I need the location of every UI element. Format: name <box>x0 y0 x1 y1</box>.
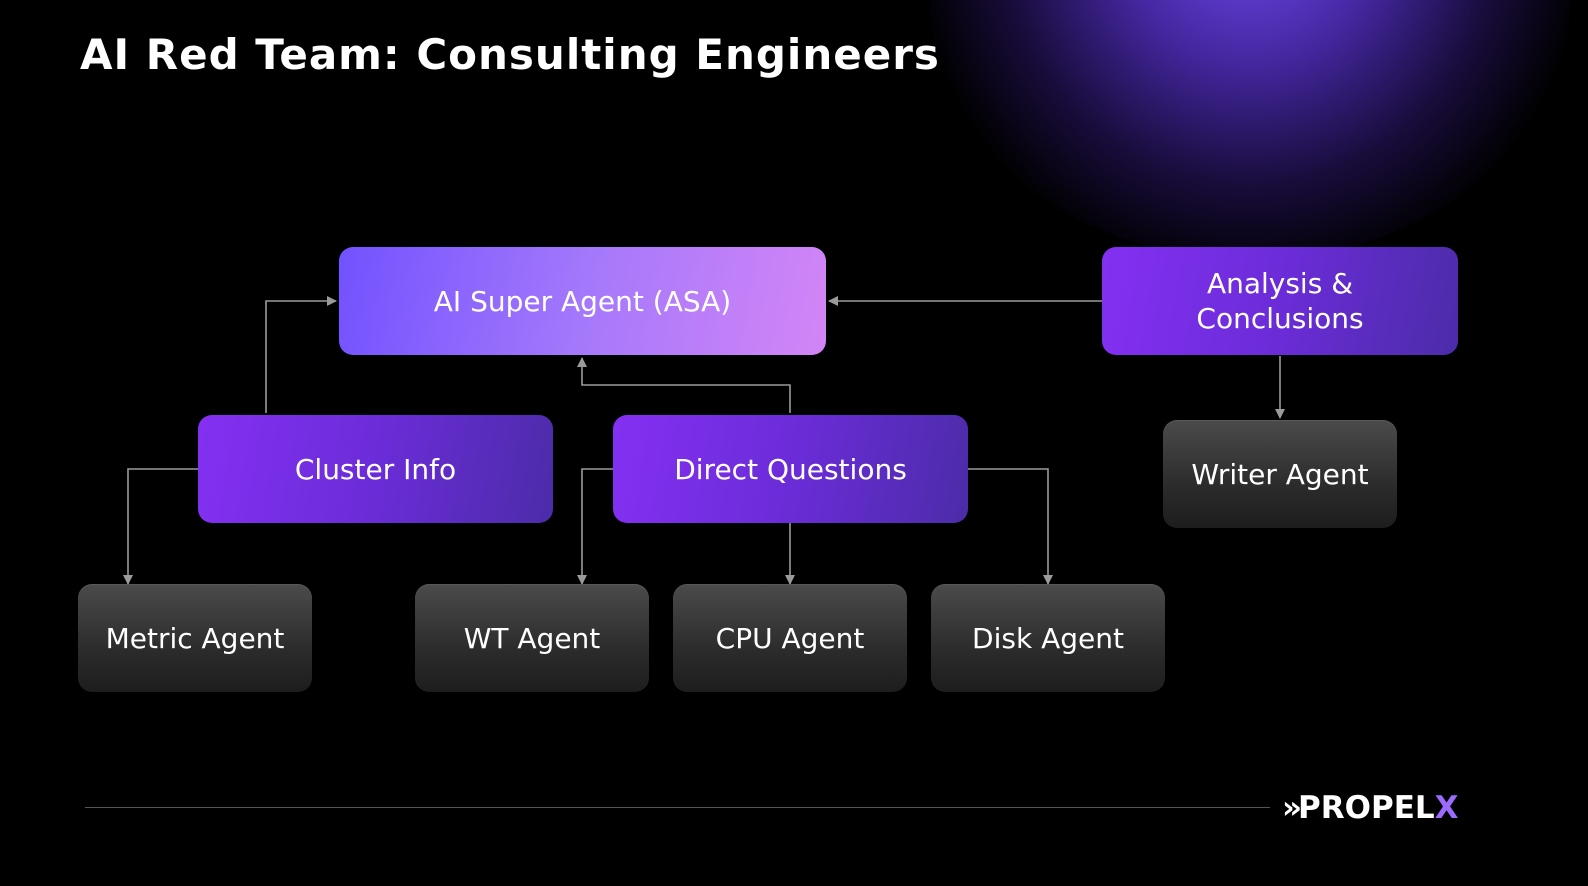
cluster-info-node: Cluster Info <box>198 415 553 523</box>
metric-agent-node: Metric Agent <box>78 584 312 692</box>
metric-agent-node-label: Metric Agent <box>105 621 285 655</box>
writer-agent-node-label: Writer Agent <box>1191 457 1369 491</box>
edge-questions-to-asa <box>577 357 791 413</box>
asa-node-label: AI Super Agent (ASA) <box>433 284 732 318</box>
logo-text: PROPEL <box>1298 790 1435 826</box>
edge-questions-to-disk <box>967 468 1053 585</box>
disk-agent-node-label: Disk Agent <box>972 621 1124 655</box>
edge-cluster-to-asa <box>265 296 337 413</box>
direct-questions-node: Direct Questions <box>613 415 968 523</box>
edge-cluster-to-metric <box>123 468 198 585</box>
writer-agent-node: Writer Agent <box>1163 420 1397 528</box>
edge-questions-to-wt <box>577 468 613 585</box>
cluster-info-node-label: Cluster Info <box>294 452 457 486</box>
logo-accent: X <box>1434 790 1459 826</box>
direct-questions-node-label: Direct Questions <box>674 452 907 486</box>
asa-node: AI Super Agent (ASA) <box>339 247 826 355</box>
wt-agent-node: WT Agent <box>415 584 649 692</box>
cpu-agent-node-label: CPU Agent <box>715 621 865 655</box>
slide-title: AI Red Team: Consulting Engineers <box>80 30 940 79</box>
analysis-node: Analysis & Conclusions <box>1102 247 1458 355</box>
cpu-agent-node: CPU Agent <box>673 584 907 692</box>
wt-agent-node-label: WT Agent <box>463 621 601 655</box>
footer-divider <box>85 807 1270 808</box>
disk-agent-node: Disk Agent <box>931 584 1165 692</box>
analysis-node-label: Analysis & Conclusions <box>1196 267 1364 335</box>
propelx-logo: » PROPEL X <box>1282 788 1459 828</box>
logo-chevron-icon: » <box>1282 790 1302 826</box>
